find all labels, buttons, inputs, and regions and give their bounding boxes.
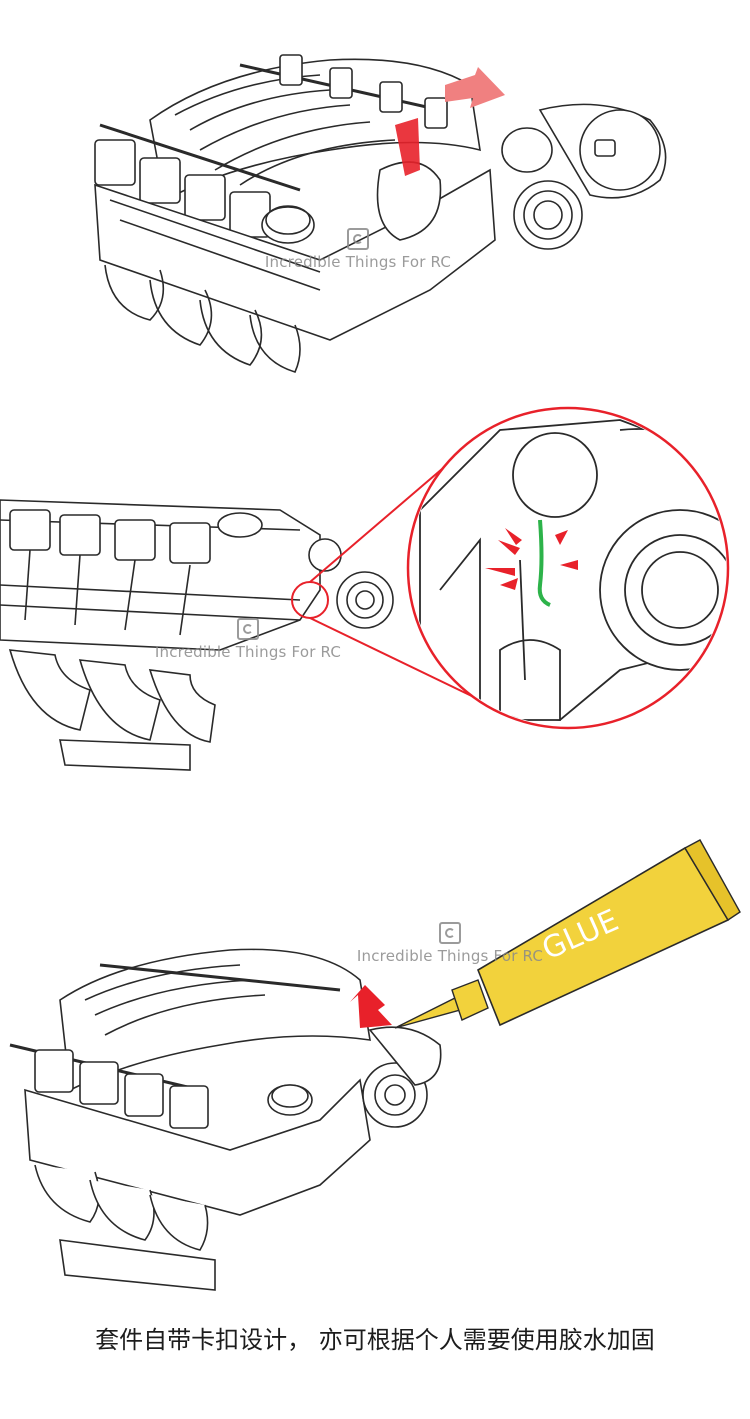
watermark: Incredible Things For RC bbox=[258, 228, 458, 271]
brand-logo-icon bbox=[237, 618, 259, 640]
watermark: Incredible Things For RC bbox=[148, 618, 348, 661]
engine-turbo-assembly-drawing bbox=[94, 54, 667, 373]
magnifier-circle bbox=[406, 406, 730, 730]
step3-illustration: GLUE Incredible Things For RC bbox=[0, 830, 750, 1310]
step1-illustration: Incredible Things For RC bbox=[0, 0, 750, 400]
brand-logo-icon bbox=[347, 228, 369, 250]
apply-arrow-icon bbox=[350, 985, 392, 1028]
glue-application-drawing: GLUE bbox=[9, 839, 741, 1291]
clip-highlight bbox=[395, 118, 420, 176]
engine-illustration bbox=[0, 499, 394, 771]
turbo-illustration bbox=[501, 103, 667, 250]
step2-illustration: Incredible Things For RC bbox=[0, 390, 750, 820]
engine-detail-drawing bbox=[0, 406, 730, 771]
insert-arrow-icon bbox=[445, 67, 505, 108]
engine-illustration bbox=[9, 948, 442, 1291]
watermark-text: Incredible Things For RC bbox=[264, 253, 452, 271]
instruction-caption: 套件自带卡扣设计， 亦可根据个人需要使用胶水加固 bbox=[95, 1326, 655, 1354]
watermark: Incredible Things For RC bbox=[350, 922, 550, 965]
engine-illustration bbox=[94, 54, 496, 373]
clip-highlight bbox=[537, 519, 551, 607]
snap-burst-icon bbox=[485, 528, 578, 590]
watermark-text: Incredible Things For RC bbox=[356, 947, 544, 965]
glue-tube-icon: GLUE bbox=[394, 839, 741, 1029]
brand-logo-icon bbox=[439, 922, 461, 944]
watermark-text: Incredible Things For RC bbox=[154, 643, 342, 661]
